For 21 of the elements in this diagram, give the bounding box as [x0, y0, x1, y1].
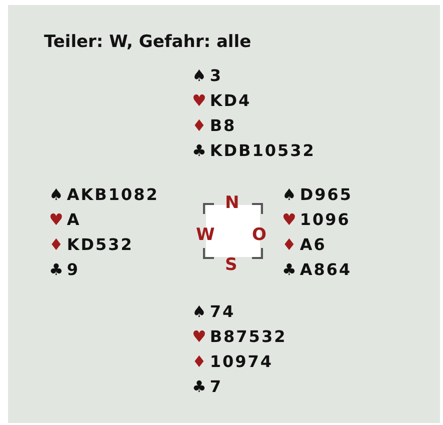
card-holding: ♠3 [192, 66, 222, 86]
card-holding: ♥A [49, 210, 81, 230]
card-holding: ♥KD4 [192, 91, 252, 111]
card-holding: ♦B8 [192, 116, 236, 136]
card-holding: ♦A6 [282, 235, 326, 255]
card-holding: ♣7 [192, 377, 222, 397]
card-holding: ♣9 [49, 260, 80, 280]
title: Teiler: W, Gefahr: alle [44, 32, 252, 52]
card-holding: ♥1096 [282, 210, 350, 230]
card-holding: ♦10974 [192, 352, 274, 372]
compass-letter: W [196, 225, 215, 245]
compass-letter: O [252, 225, 266, 245]
card-holding: ♣KDB10532 [192, 141, 316, 161]
compass-letter: S [225, 255, 238, 275]
compass-letter: N [225, 193, 240, 213]
card-holding: ♥B87532 [192, 327, 287, 347]
card-holding: ♠AKB1082 [49, 185, 159, 205]
card-holding: ♠74 [192, 302, 236, 322]
card-holding: ♣A864 [282, 260, 352, 280]
card-holding: ♠D965 [282, 185, 353, 205]
card-holding: ♦KD532 [49, 235, 134, 255]
